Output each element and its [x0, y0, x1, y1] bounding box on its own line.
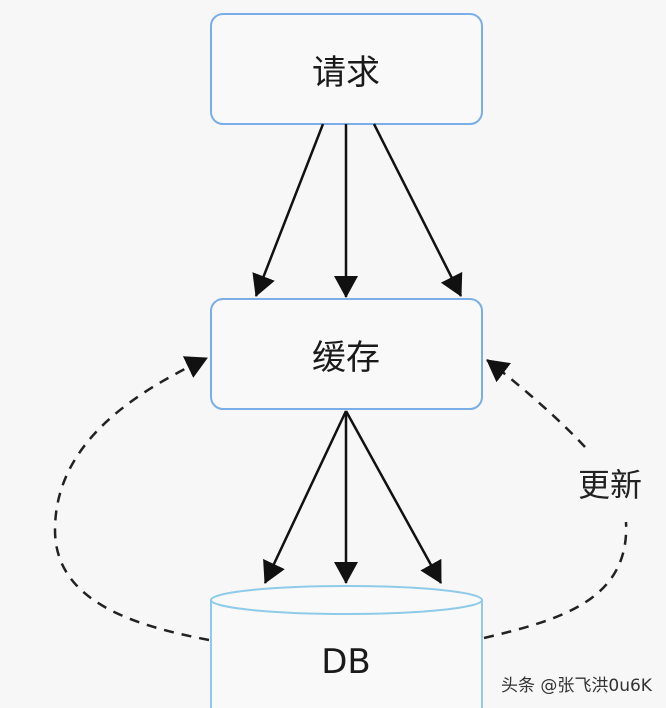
db-node: DB	[210, 585, 483, 708]
db-to-cache-dashed-right-lower	[483, 521, 628, 640]
request-node: 请求	[210, 13, 483, 125]
db-to-cache-dashed-left	[53, 356, 210, 642]
cache-node: 缓存	[210, 298, 483, 410]
cache-to-db-arrow-right	[344, 410, 443, 584]
db-label: DB	[321, 642, 371, 682]
request-to-cache-arrow-left	[252, 123, 325, 297]
request-label: 请求	[312, 53, 380, 93]
watermark: 头条 @张飞洪0u6K	[501, 676, 653, 696]
request-to-cache-arrow-right	[372, 123, 463, 297]
cache-to-db-arrow-left	[263, 410, 348, 584]
db-to-cache-dashed-right-upper	[486, 359, 586, 448]
cache-label: 缓存	[312, 338, 380, 378]
update-label: 更新	[578, 466, 642, 504]
